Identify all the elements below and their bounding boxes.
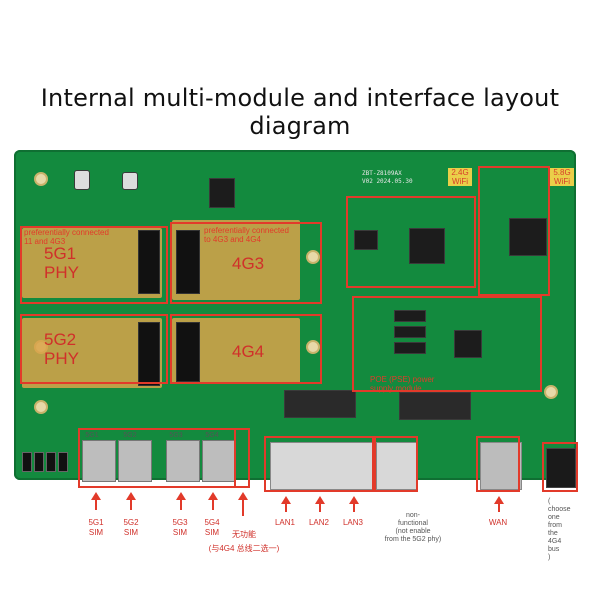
- power-jack[interactable]: [546, 448, 576, 488]
- sim-top-label: 5G4: [205, 432, 219, 439]
- transformer: [284, 390, 356, 418]
- lan4-port[interactable]: [376, 442, 418, 490]
- ic-chip: [209, 178, 235, 208]
- pin-header: [34, 452, 44, 472]
- arrow-up: [494, 496, 504, 504]
- sim-slot-5g1[interactable]: [82, 440, 116, 482]
- wan-label: WAN: [488, 518, 508, 527]
- wifi-label-58g: 5.8G WiFi: [550, 168, 574, 186]
- arrow-stem: [353, 502, 355, 512]
- arrow-up: [126, 492, 136, 500]
- module-label-4g3: 4G3: [232, 254, 265, 273]
- mounting-hole: [306, 250, 320, 264]
- pcb-board: ZBT-Z8109AX V02 2024.05.30: [14, 150, 576, 490]
- pin-header: [22, 452, 32, 472]
- sim-slot-5g3[interactable]: [166, 440, 200, 482]
- arrow-stem: [180, 498, 182, 510]
- sim-top-label: 5G3: [169, 432, 183, 439]
- arrow-up: [91, 492, 101, 500]
- arrow-up: [208, 492, 218, 500]
- sim-top-label: 5G2: [123, 432, 137, 439]
- non-function-label: non- functional (not enable from the 5G2…: [384, 512, 442, 543]
- mounting-hole: [306, 340, 320, 354]
- module-label-4g4: 4G4: [232, 342, 265, 361]
- poe-label: POE (PSE) power supply module: [370, 375, 435, 393]
- capacitor: [74, 170, 90, 190]
- module-box-4g3: [170, 222, 322, 304]
- transformer: [399, 392, 471, 420]
- sim-slot-5g4[interactable]: [202, 440, 236, 482]
- poe-component: [394, 310, 426, 322]
- sim-label-5g2: 5G2 SIM: [123, 518, 139, 537]
- poe-component: [394, 342, 426, 354]
- arrow-up: [281, 496, 291, 504]
- sim-label-5g3: 5G3 SIM: [172, 518, 188, 537]
- sim-label-5g4: 5G4 SIM: [204, 518, 220, 537]
- board-marking-line1: ZBT-Z8109AX: [362, 170, 402, 177]
- m2-slot-5g1: [138, 230, 160, 294]
- module-note-4g3: preferentially connected to 4G3 and 4G4: [204, 226, 289, 244]
- board-marking-line2: V02 2024.05.30: [362, 178, 413, 185]
- wifi-chip: [509, 218, 547, 256]
- arrow-stem: [95, 498, 97, 510]
- arrow-stem: [212, 498, 214, 510]
- module-box-4g4: [170, 314, 322, 384]
- sim-label-5g1: 5G1 SIM: [88, 518, 104, 537]
- no-function-box: [234, 428, 250, 488]
- arrow-stem: [242, 498, 244, 516]
- m2-slot-4g4: [176, 322, 200, 382]
- wifi-box-24g: [346, 196, 476, 288]
- no-function-label: 无功能: [232, 530, 256, 539]
- module-label-5g1: 5G1 PHY: [44, 244, 79, 282]
- arrow-stem: [319, 502, 321, 512]
- wan-port[interactable]: [480, 442, 522, 490]
- sim-slot-5g2[interactable]: [118, 440, 152, 482]
- arrow-up: [315, 496, 325, 504]
- poe-component: [394, 326, 426, 338]
- wan-box: [476, 436, 520, 492]
- arrow-up: [238, 492, 248, 500]
- arrow-stem: [498, 502, 500, 512]
- m2-slot-4g3: [176, 230, 200, 294]
- arrow-stem: [130, 498, 132, 510]
- module-note-5g1: preferentially connected 11 and 4G3: [24, 228, 109, 246]
- choose-label: ( choose one from the 4G4 bus ): [548, 498, 571, 561]
- pin-header: [46, 452, 56, 472]
- arrow-up: [349, 496, 359, 504]
- poe-chip: [454, 330, 482, 358]
- wifi-box-58g: [478, 166, 550, 296]
- sim-top-label: 5G1: [85, 432, 99, 439]
- mounting-hole: [34, 172, 48, 186]
- arrow-stem: [285, 502, 287, 512]
- lan-label-3: LAN3: [342, 518, 363, 527]
- mounting-hole: [544, 385, 558, 399]
- m2-slot-5g2: [138, 322, 160, 386]
- non-function-box: [374, 436, 418, 492]
- power-box: [542, 442, 578, 492]
- arrow-up: [176, 492, 186, 500]
- diagram-title: Internal multi-module and interface layo…: [40, 84, 560, 140]
- poe-box: [352, 296, 542, 392]
- capacitor: [122, 172, 138, 190]
- mounting-hole: [34, 400, 48, 414]
- module-box-5g2: [20, 314, 168, 384]
- lan-port-block[interactable]: [270, 442, 376, 490]
- ic-chip: [354, 230, 378, 250]
- wifi-label-24g: 2.4G WiFi: [448, 168, 472, 186]
- no-function-sub: (与4G4 总线二选一): [208, 544, 280, 553]
- lan-label-2: LAN2: [308, 518, 329, 527]
- wifi-chip: [409, 228, 445, 264]
- board-marking: ZBT-Z8109AX V02 2024.05.30: [362, 170, 413, 186]
- lan-box: [264, 436, 374, 492]
- lan-label-1: LAN1: [274, 518, 295, 527]
- pin-header: [58, 452, 68, 472]
- module-label-5g2: 5G2 PHY: [44, 330, 79, 368]
- module-box-5g1: [20, 226, 168, 304]
